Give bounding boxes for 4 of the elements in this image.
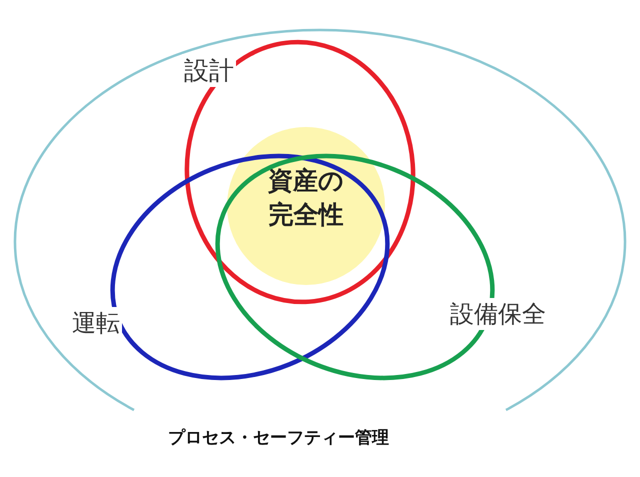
circle-label: 設備保全: [448, 298, 548, 330]
circle-label: 設計: [182, 54, 236, 87]
center-label: 資産の完全性: [267, 165, 345, 231]
diagram-caption: プロセス・セーフティー管理: [168, 427, 389, 449]
